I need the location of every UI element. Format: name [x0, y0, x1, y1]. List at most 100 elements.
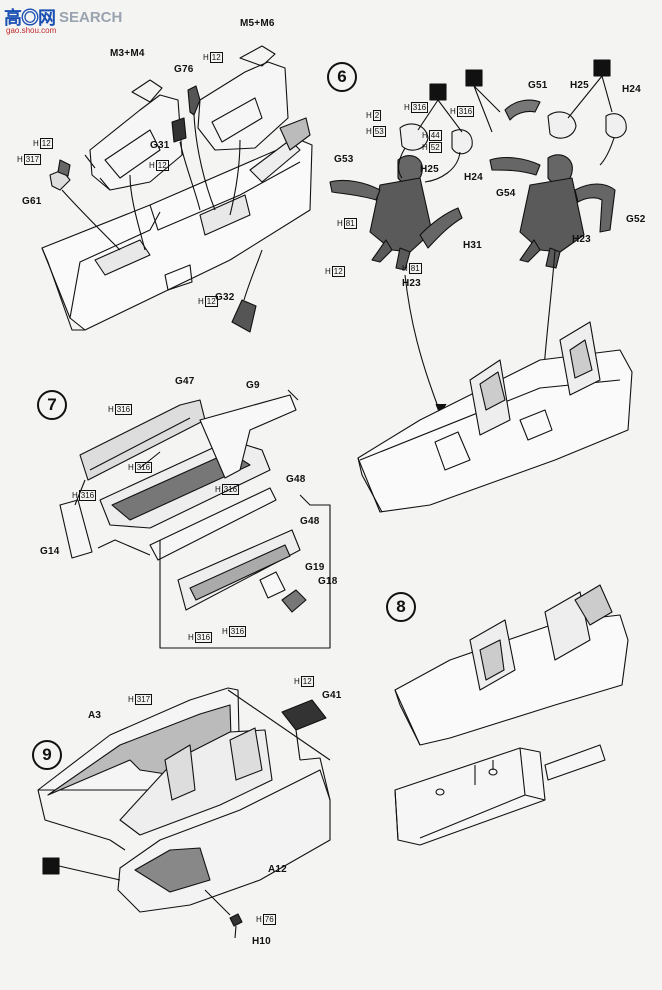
- paint-number: 12: [155, 160, 169, 171]
- paint-number: 81: [343, 218, 357, 229]
- step-number: 9: [42, 745, 52, 764]
- paint-prefix: H: [450, 107, 456, 116]
- part-label-g48-bottom: G48: [300, 516, 320, 527]
- part-label-g32: G32: [215, 292, 235, 303]
- paint-number: 317: [23, 154, 42, 165]
- step-7-badge: 7: [37, 390, 67, 420]
- part-label-h25-left: H25: [420, 164, 439, 175]
- part-label-g14: G14: [40, 546, 60, 557]
- part-label-g19: G19: [305, 562, 325, 573]
- part-label-g76: G76: [174, 64, 194, 75]
- paint-prefix: H: [366, 111, 372, 120]
- part-label-h23-left: H23: [402, 278, 421, 289]
- paint-prefix: H: [108, 405, 114, 414]
- paint-number: 44: [428, 130, 442, 141]
- paint-prefix: H: [337, 219, 343, 228]
- paint-prefix: H: [188, 633, 194, 642]
- paint-prefix: H: [198, 297, 204, 306]
- paint-prefix: H: [222, 627, 228, 636]
- step-number: 6: [337, 67, 347, 86]
- paint-number: 316: [456, 106, 475, 117]
- paint-number: 316: [410, 102, 429, 113]
- paint-number: 316: [134, 462, 153, 473]
- cockpit-assembled-top: [357, 321, 633, 513]
- part-label-h25-right: H25: [570, 80, 589, 91]
- paint-prefix: H: [17, 155, 23, 164]
- part-label-m3m4: M3+M4: [110, 48, 145, 59]
- part-label-a12: A12: [268, 864, 287, 875]
- paint-prefix: H: [203, 53, 209, 62]
- part-g31: [171, 117, 201, 211]
- watermark: 高◎网 SEARCH gao.shou.com: [4, 4, 123, 35]
- paint-prefix: H: [404, 103, 410, 112]
- paint-prefix: H: [366, 127, 372, 136]
- step-9-badge: 9: [32, 740, 62, 770]
- paint-prefix: H: [215, 485, 221, 494]
- paint-number: 12: [39, 138, 53, 149]
- part-label-a3: A3: [88, 710, 102, 721]
- part-label-g54: G54: [496, 188, 516, 199]
- paint-number: 316: [228, 626, 247, 637]
- part-label-g48-top: G48: [286, 474, 306, 485]
- part-g61: [49, 159, 121, 251]
- paint-number: 2: [372, 110, 382, 121]
- step-number: 7: [47, 395, 57, 414]
- paint-prefix: H: [256, 915, 262, 924]
- watermark-brand: SEARCH: [59, 8, 123, 26]
- pilot-left: [329, 123, 473, 271]
- paint-prefix: H: [325, 267, 331, 276]
- part-label-g9: G9: [246, 380, 260, 391]
- part-label-h24-left: H24: [464, 172, 483, 183]
- step-6-badge: 6: [327, 62, 357, 92]
- part-label-g52: G52: [626, 214, 646, 225]
- paint-number: 316: [114, 404, 133, 415]
- paint-number: 12: [209, 52, 223, 63]
- watermark-logo: 高◎网: [4, 8, 56, 28]
- watermark-url: gao.shou.com: [6, 26, 57, 35]
- part-label-g53: G53: [334, 154, 354, 165]
- step-8-badge: 8: [386, 592, 416, 622]
- arrow-icons: [417, 59, 613, 133]
- paint-prefix: H: [149, 161, 155, 170]
- part-g32: [231, 249, 263, 333]
- paint-prefix: H: [422, 143, 428, 152]
- step-number: 8: [396, 597, 406, 616]
- part-label-h24-right: H24: [622, 84, 641, 95]
- paint-number: 53: [372, 126, 386, 137]
- paint-number: 12: [204, 296, 218, 307]
- seat-m3m4: [84, 79, 183, 191]
- paint-number: 76: [262, 914, 276, 925]
- paint-prefix: H: [294, 677, 300, 686]
- paint-number: 316: [221, 484, 240, 495]
- part-label-g31: G31: [150, 140, 170, 151]
- part-label-h23-right: H23: [572, 234, 591, 245]
- seat-m5m6: [197, 45, 289, 151]
- step5-cockpit-tub: [41, 139, 313, 331]
- paint-prefix: H: [33, 139, 39, 148]
- part-label-g51: G51: [528, 80, 548, 91]
- part-label-g61: G61: [22, 196, 42, 207]
- paint-number: 316: [78, 490, 97, 501]
- paint-number: 316: [194, 632, 213, 643]
- paint-number: 12: [300, 676, 314, 687]
